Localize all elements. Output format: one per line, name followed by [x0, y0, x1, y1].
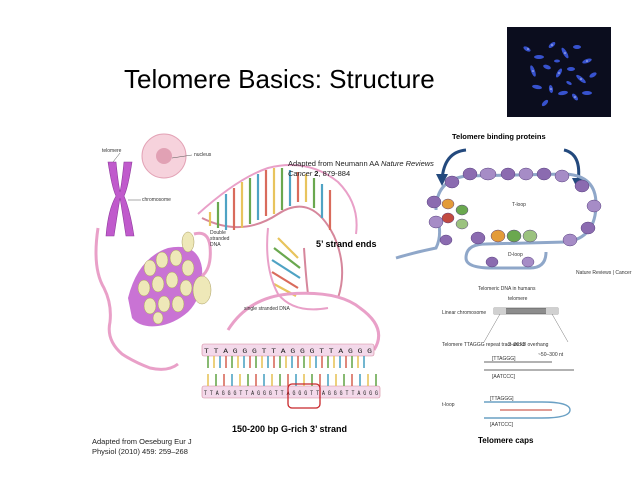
g-rich-highlight-box: [287, 383, 321, 409]
nt-label: ~50–300 nt: [538, 352, 564, 358]
strand-ends-label: 5’ strand ends: [316, 239, 377, 249]
repeat-seq-2: [AATCCC]: [492, 374, 516, 380]
chromosome-micrograph: [507, 27, 611, 117]
linear-chromosome-label: Linear chromosome: [442, 310, 486, 316]
tloop-protein-diagram: T-loop D-loop Nature Reviews | Cancer: [395, 148, 632, 276]
citation-oeseburg: Adapted from Oeseburg Eur J Physiol (201…: [92, 437, 192, 456]
double-stranded-label-3: DNA: [210, 242, 221, 248]
repeat-seq-4: [AATCCC]: [490, 422, 514, 428]
telomeric-dna-title: Telomeric DNA in humans: [478, 286, 536, 292]
sequence-top: T T A G G G T T A G G G T T A G G G: [204, 348, 373, 355]
telomeric-dna-panel: Telomeric DNA in humans telomere Linear …: [442, 286, 574, 428]
tloop-panel-label: t-loop: [442, 402, 455, 408]
double-stranded-dna: [197, 164, 358, 311]
journal-credit: Nature Reviews | Cancer: [576, 270, 632, 276]
telomere-panel-label: telomere: [508, 296, 528, 302]
repeat-seq-1: [TTAGGG]: [492, 356, 516, 362]
slide-title: Telomere Basics: Structure: [124, 64, 435, 94]
telomere-label: telomere: [102, 148, 122, 154]
tloop-label: T-loop: [512, 202, 526, 208]
repeat-tract-label: Telomere TTAGGG repeat tract and 3' over…: [442, 342, 549, 348]
chromosome-label: chromosome: [142, 197, 171, 203]
telomere-caps-label: Telomere caps: [478, 436, 534, 445]
repeat-seq-3: [TTAGGG]: [490, 396, 514, 402]
single-stranded-label: single stranded DNA: [244, 306, 291, 312]
telomere-structure-diagram: nucleus telomere chromosome: [94, 133, 381, 409]
citation-neumann: Adapted from Neumann AA Nature Reviews C…: [288, 159, 434, 178]
double-stranded-label-2: stranded: [210, 236, 230, 242]
chromosome-shape: [105, 161, 135, 237]
double-stranded-label-1: Double: [210, 230, 226, 236]
binding-proteins-label: Telomere binding proteins: [452, 132, 546, 141]
g-rich-strand-label: 150-200 bp G-rich 3’ strand: [232, 424, 348, 434]
chromatin-coil: [128, 231, 212, 327]
g-rich-strand: T T A G G G T T A G G G T T A G G G T T …: [201, 343, 381, 409]
nucleus-label: nucleus: [194, 152, 212, 158]
dloop-label: D-loop: [508, 252, 523, 258]
kb-label: 2–30 kb: [508, 342, 526, 348]
sequence-bottom: T T A G G G T T A G G G T T A G G G T T …: [204, 390, 378, 397]
